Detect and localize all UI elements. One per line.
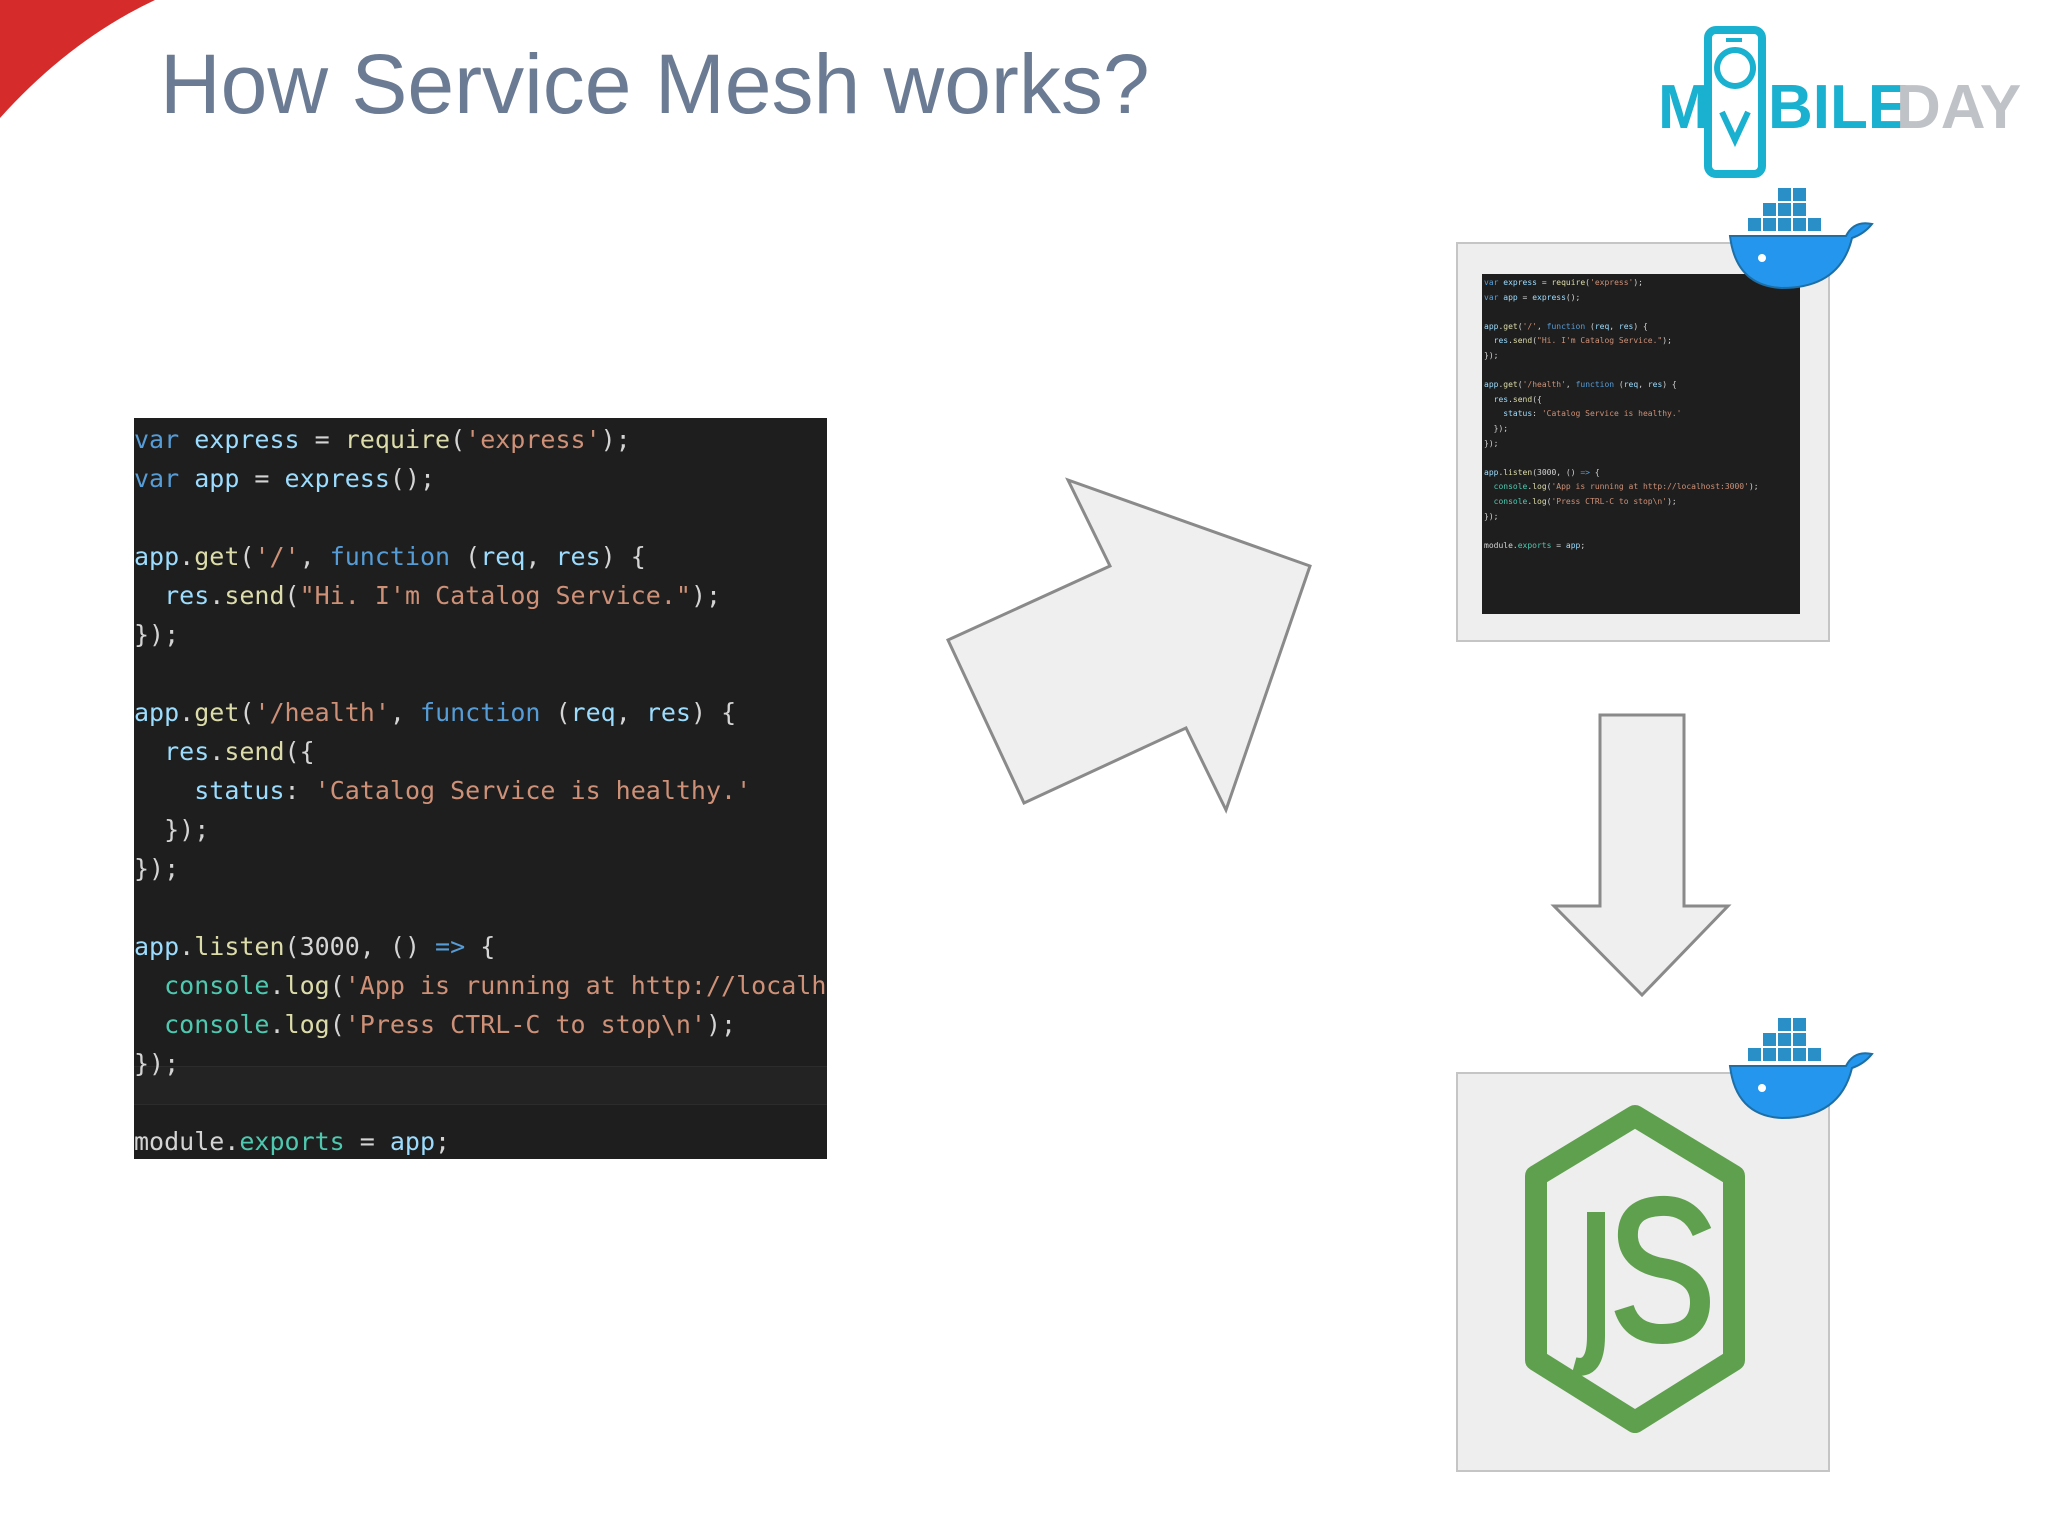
phone-icon (1704, 26, 1766, 178)
code-line: res.send("Hi. I'm Catalog Service."); (1493, 336, 1672, 346)
code-line: }); (1484, 350, 1499, 360)
code-line: }); (1484, 438, 1499, 448)
code-line: app.listen(3000, () => { (1484, 467, 1600, 477)
code-line: }); (134, 620, 180, 649)
code-line: status: 'Catalog Service is healthy.' (194, 776, 752, 805)
code-line (1484, 364, 1759, 379)
corner-accent (0, 0, 155, 118)
code-line: var app = express(); (1484, 292, 1581, 302)
code-line (134, 1083, 827, 1122)
code-line: res.send("Hi. I'm Catalog Service."); (164, 581, 722, 610)
code-line: var express = require('express'); (1484, 278, 1643, 287)
nodejs-logo-icon (1525, 1105, 1745, 1433)
code-line (134, 654, 827, 693)
code-line: app.get('/', function (req, res) { (1484, 321, 1648, 331)
code-line: status: 'Catalog Service is healthy.' (1503, 409, 1682, 419)
arrow-down-icon (1550, 713, 1732, 998)
code-line: }); (1484, 511, 1499, 521)
code-line: app.get('/health', function (req, res) { (1484, 380, 1677, 390)
code-line: app.listen(3000, () => { (134, 932, 496, 961)
code-line: module.exports = app; (134, 1127, 451, 1156)
code-line: res.send({ (164, 737, 315, 766)
mobileday-logo: M BILE DAY (1656, 24, 2021, 182)
docker-whale-icon (1728, 188, 1874, 290)
code-line: }); (134, 854, 180, 883)
logo-text-bile: BILE (1768, 73, 1910, 142)
code-line (1484, 305, 1759, 320)
code-line (134, 498, 827, 537)
code-panel-mini: var express = require('express'); var app… (1482, 274, 1800, 614)
code-line: }); (1484, 423, 1509, 433)
code-panel-main: var express = require('express'); var app… (134, 418, 827, 1159)
code-lines: var express = require('express'); var app… (134, 420, 827, 1159)
code-line: }); (134, 1049, 180, 1078)
code-line: }); (134, 815, 210, 844)
logo-text-m: M (1658, 73, 1710, 142)
code-line: module.exports = app; (1484, 540, 1586, 550)
code-line: console.log('App is running at http://lo… (164, 971, 827, 1000)
code-line: app.get('/health', function (req, res) { (134, 698, 737, 727)
code-line (1484, 524, 1759, 539)
arrow-up-right-icon (946, 477, 1312, 814)
code-line (134, 888, 827, 927)
code-line: var app = express(); (134, 464, 436, 493)
code-lines-mini: var express = require('express'); var app… (1484, 276, 1759, 553)
code-line: console.log('App is running at http://lo… (1493, 482, 1759, 492)
code-line: app.get('/', function (req, res) { (134, 542, 646, 571)
location-pin-icon (1714, 47, 1757, 89)
code-line: var express = require('express'); (134, 425, 631, 454)
docker-whale-icon (1728, 1018, 1874, 1120)
code-line: res.send({ (1493, 394, 1542, 404)
code-line: console.log('Press CTRL-C to stop\n'); (1493, 496, 1677, 506)
slide-title: How Service Mesh works? (160, 37, 1150, 131)
logo-text-day: DAY (1896, 73, 2022, 142)
code-line (1484, 451, 1759, 466)
code-line: console.log('Press CTRL-C to stop\n'); (164, 1010, 737, 1039)
current-line-highlight (134, 1066, 827, 1105)
